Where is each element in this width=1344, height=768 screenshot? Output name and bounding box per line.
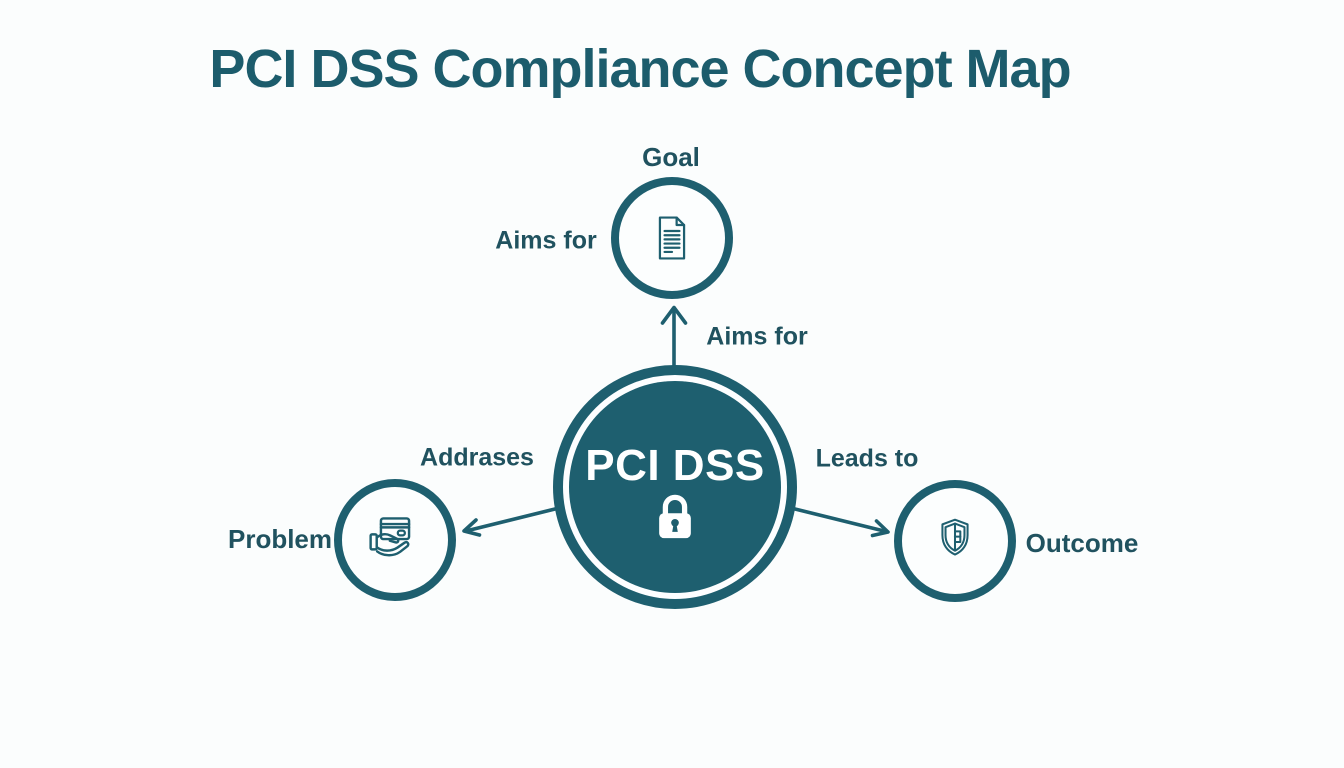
center-node-label: PCI DSS bbox=[585, 441, 765, 490]
arrow-center-to-problem-head bbox=[462, 518, 482, 537]
node-outcome-label: Outcome bbox=[1025, 528, 1139, 558]
node-goal-label: Goal bbox=[642, 142, 700, 172]
edge-label-addresses: Addrases bbox=[420, 443, 534, 472]
node-problem bbox=[334, 479, 456, 601]
arrow-center-to-outcome-head bbox=[870, 519, 890, 538]
center-node-pci-dss: PCI DSS bbox=[553, 365, 797, 609]
lock-icon bbox=[659, 494, 691, 539]
node-problem-label: Problem bbox=[227, 524, 333, 554]
node-goal bbox=[611, 177, 733, 299]
shield-icon bbox=[941, 518, 969, 556]
arrow-center-to-problem-shaft bbox=[466, 506, 561, 533]
edge-label-aims-for-upper: Aims for bbox=[495, 226, 597, 255]
credit-card-hand-icon bbox=[369, 517, 411, 557]
center-node-face: PCI DSS bbox=[569, 381, 781, 593]
document-icon bbox=[658, 216, 686, 260]
arrow-center-to-goal-head bbox=[660, 305, 688, 325]
edge-label-aims-for-lower: Aims for bbox=[706, 322, 808, 351]
page-title: PCI DSS Compliance Concept Map bbox=[209, 39, 1071, 99]
edge-label-leads-to: Leads to bbox=[815, 444, 919, 473]
node-outcome bbox=[894, 480, 1016, 602]
arrow-center-to-outcome-shaft bbox=[789, 506, 886, 533]
